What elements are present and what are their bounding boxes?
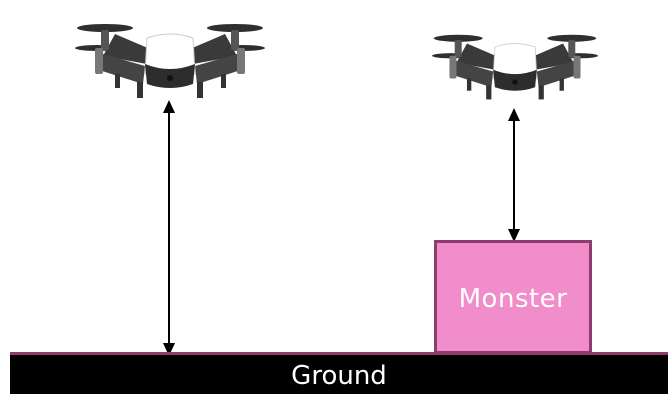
monster-box: Monster (434, 240, 592, 354)
monster-label: Monster (458, 284, 568, 314)
drone-right-icon (432, 34, 598, 100)
ground-bar: Ground (10, 352, 668, 394)
altitude-arrow-left-icon (163, 100, 175, 356)
drone-left-icon (75, 24, 265, 98)
altitude-arrow-right-icon (508, 108, 520, 242)
ground-label: Ground (291, 360, 387, 391)
